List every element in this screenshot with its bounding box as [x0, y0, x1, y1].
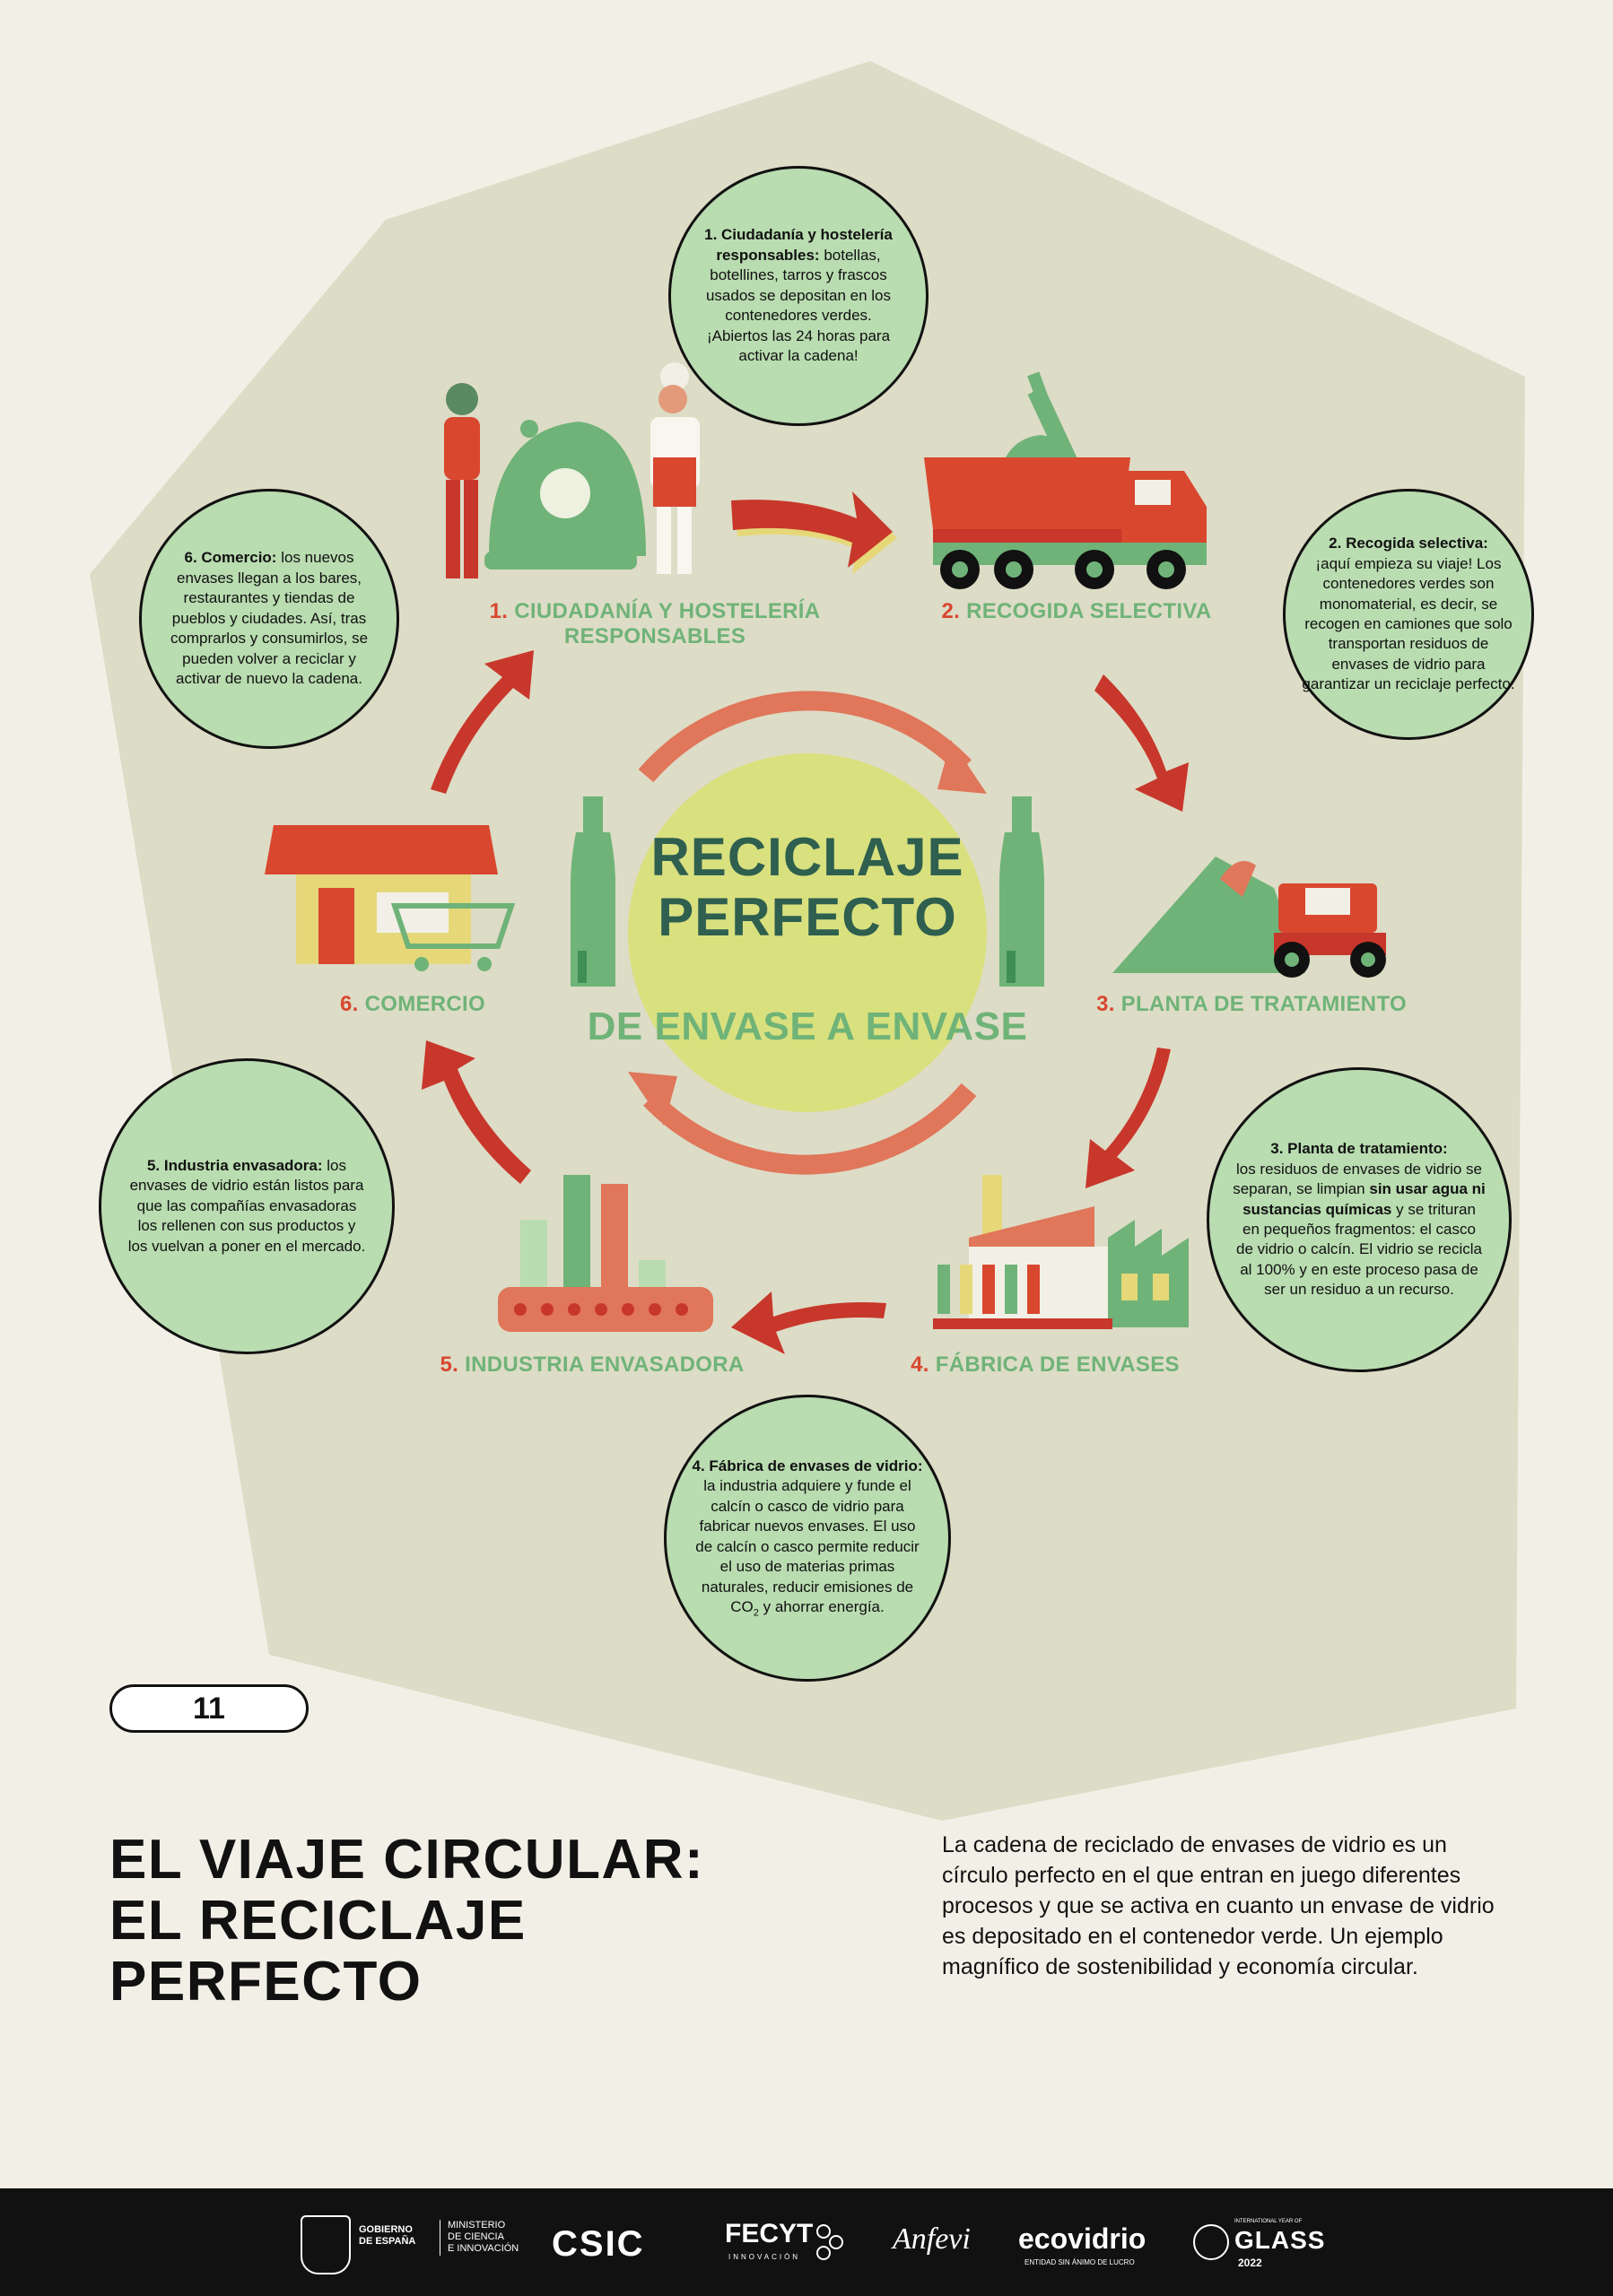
ecovidrio-logo: ecovidrio: [1018, 2222, 1147, 2255]
main-title-line1: EL VIAJE CIRCULAR:: [109, 1829, 705, 1891]
info-bubble-6: 6. Comercio: los nuevos envases llegan a…: [139, 489, 399, 749]
center-title-line2: PERFECTO: [658, 887, 957, 948]
page-number: 11: [109, 1684, 309, 1733]
shop-illustration: [265, 825, 516, 971]
glass-year-logo: GLASS: [1234, 2226, 1326, 2254]
info-bubble-3: 3. Planta de tratamiento: los residuos d…: [1207, 1067, 1512, 1372]
fecyt-subtitle: INNOVACIÓN: [728, 2253, 801, 2261]
bottling-industry-illustration: [498, 1175, 713, 1332]
step-label-2: 2. RECOGIDA SELECTIVA: [941, 599, 1212, 623]
glass-year-icon: [1193, 2224, 1229, 2260]
fecyt-dots-icon: [816, 2224, 843, 2260]
csic-logo: CSIC: [552, 2224, 645, 2264]
anfevi-logo: Anfevi: [893, 2222, 971, 2256]
factory-illustration: [933, 1175, 1189, 1329]
treatment-plant-illustration: [1112, 857, 1386, 978]
center-title-line1: RECICLAJE: [650, 827, 964, 887]
center-circle: [628, 753, 987, 1112]
info-bubble-4: 4. Fábrica de envases de vidrio: la indu…: [664, 1395, 951, 1682]
main-title-line3: PERFECTO: [109, 1951, 423, 2013]
ecovidrio-subtitle: ENTIDAD SIN ÁNIMO DE LUCRO: [1024, 2258, 1135, 2266]
ministerio-logo: MINISTERIO DE CIENCIA E INNOVACIÓN: [440, 2220, 519, 2256]
step-label-3: 3. PLANTA DE TRATAMIENTO: [1096, 992, 1407, 1016]
step-label-6: 6. COMERCIO: [340, 992, 485, 1016]
center-subtitle: DE ENVASE A ENVASE: [587, 1004, 1028, 1048]
center-arrow-top: [638, 691, 972, 783]
coat-of-arms-icon: [301, 2215, 351, 2274]
main-title: EL VIAJE CIRCULAR: EL RECICLAJE PERFECTO: [109, 1829, 705, 2013]
info-bubble-1: 1. Ciudadanía y hostelería responsables:…: [668, 166, 929, 426]
chef-figure: [650, 362, 700, 574]
woman-figure: [444, 383, 480, 578]
glass-year-number: 2022: [1238, 2257, 1262, 2269]
gobierno-logo: GOBIERNO DE ESPAÑA: [359, 2224, 416, 2248]
bottle-left-icon: [571, 796, 615, 987]
step-label-1: 1. CIUDADANÍA Y HOSTELERÍA RESPONSABLES: [489, 599, 821, 648]
main-title-line2: EL RECICLAJE: [109, 1890, 527, 1952]
info-bubble-5: 5. Industria envasadora: los envases de …: [99, 1058, 395, 1354]
info-bubble-2: 2. Recogida selectiva: ¡aquí empieza su …: [1283, 489, 1534, 740]
intro-text: La cadena de reciclado de envases de vid…: [942, 1832, 1495, 1979]
cycle-arrows: [422, 491, 1189, 1354]
truck-illustration: [924, 371, 1207, 589]
footer-logos-bar: GOBIERNO DE ESPAÑA MINISTERIO DE CIENCIA…: [0, 2188, 1613, 2296]
step-label-4: 4. FÁBRICA DE ENVASES: [911, 1352, 1180, 1377]
glass-year-top-text: INTERNATIONAL YEAR OF: [1234, 2219, 1303, 2224]
glass-container-illustration: [484, 420, 646, 570]
center-arrow-bottom: [643, 1083, 977, 1175]
fecyt-logo: FECYT: [725, 2219, 814, 2248]
bottle-right-icon: [999, 796, 1044, 987]
step-label-5: 5. INDUSTRIA ENVASADORA: [440, 1352, 745, 1377]
center-title: RECICLAJE PERFECTO: [619, 827, 996, 947]
